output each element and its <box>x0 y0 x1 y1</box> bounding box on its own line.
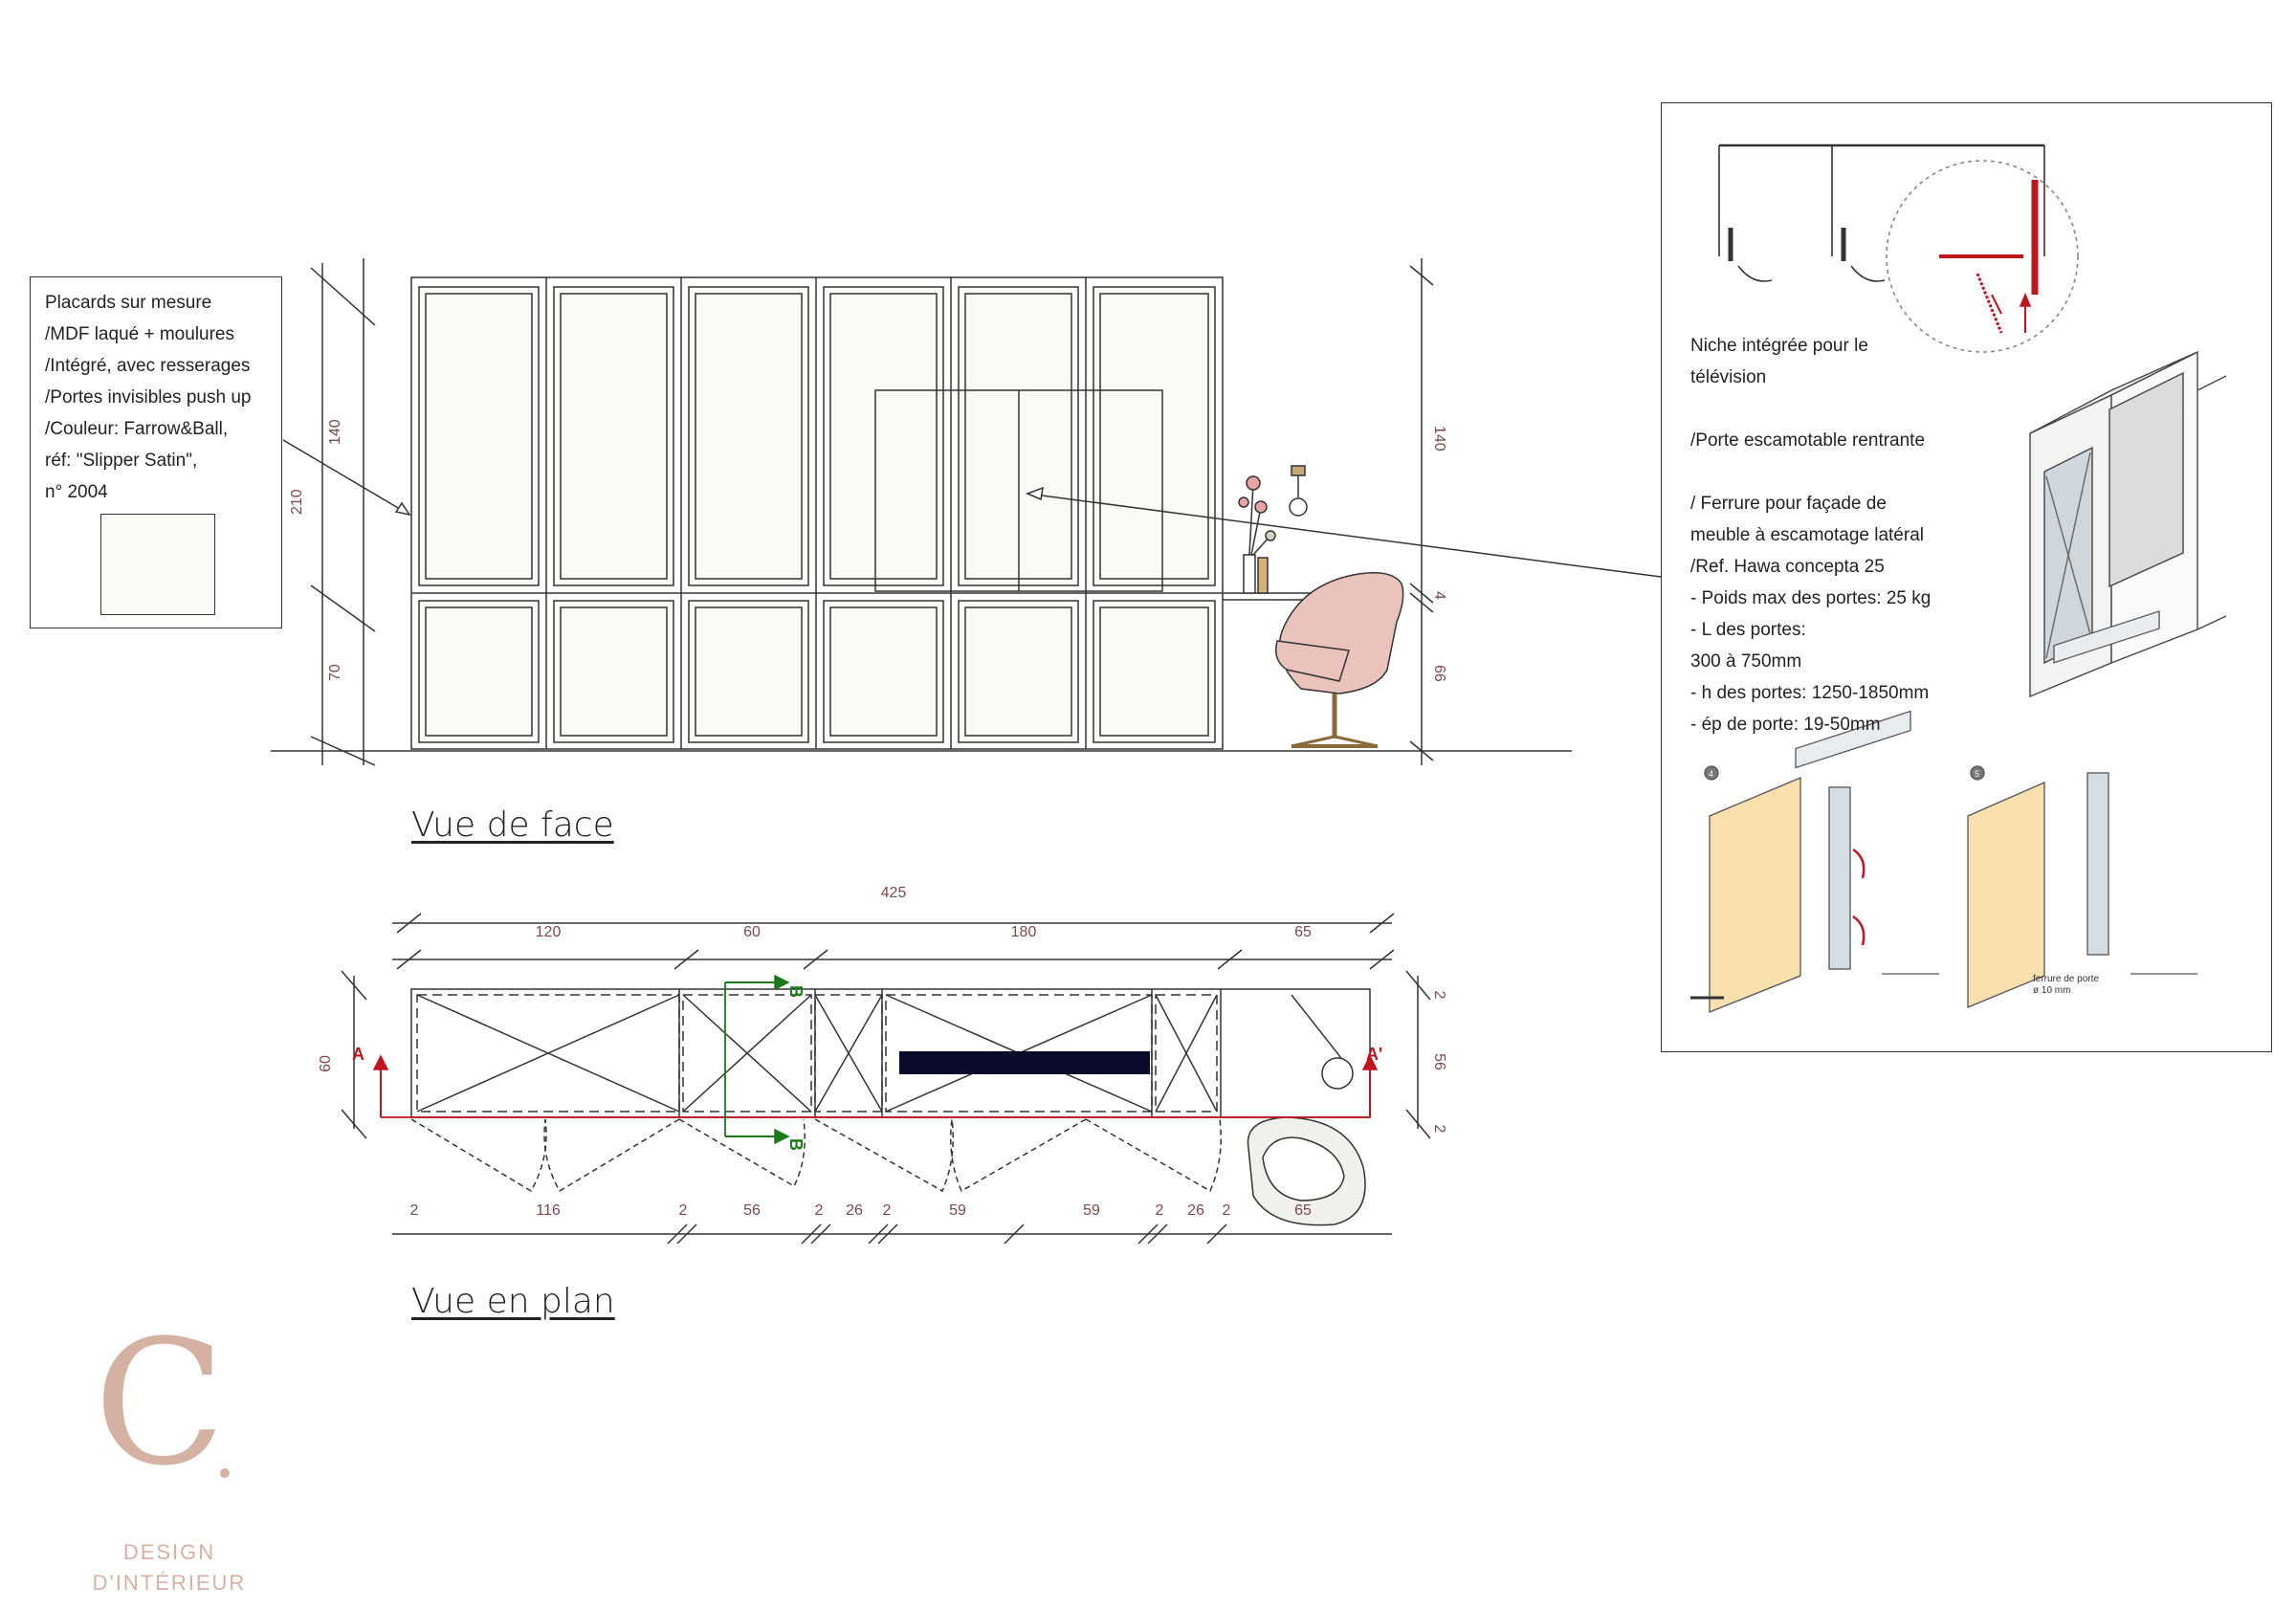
spec-line: - ép de porte: 19-50mm <box>1690 715 1881 735</box>
hardware-diagrams: 4 5 ferrure de porte ø 10 mm <box>1690 143 2227 1013</box>
dim-bottom: 65 <box>1294 1202 1312 1219</box>
dim-bottom: 56 <box>743 1202 761 1219</box>
dim-bottom: 26 <box>846 1202 863 1219</box>
spec-line: - L des portes: <box>1690 620 1806 640</box>
section-b-top: B <box>786 985 806 998</box>
dim-bottom: 2 <box>815 1202 824 1219</box>
section-a2-label: A' <box>1366 1045 1382 1064</box>
plan-outline <box>410 988 1371 1118</box>
dim-right: 56 <box>1431 1053 1447 1070</box>
spec-line: /Ref. Hawa concepta 25 <box>1690 557 1885 577</box>
spec-line: / Ferrure pour façade de <box>1690 494 1887 514</box>
brand-logo-letter: C <box>94 1304 226 1504</box>
plan-dims: 425 120 60 180 65 2 56 2 60 2 116 2 56 2… <box>318 885 1447 1219</box>
materials-note: Placards sur mesure /MDF laqué + moulure… <box>30 276 282 628</box>
dim-bottom: 116 <box>536 1202 561 1219</box>
isometric-cabinet <box>2029 350 2227 698</box>
section-b-bottom: B <box>786 1138 806 1151</box>
dim-70: 70 <box>327 664 343 681</box>
note-line: réf: "Slipper Satin", <box>45 451 198 471</box>
dim-bottom: 26 <box>1187 1202 1204 1219</box>
spec-line: - Poids max des portes: 25 kg <box>1690 588 1932 608</box>
note-line: /Couleur: Farrow&Ball, <box>45 419 229 439</box>
dim-140-left: 140 <box>327 419 343 445</box>
dim-bottom: 59 <box>1083 1202 1100 1219</box>
dim-210: 210 <box>289 489 305 515</box>
spec-line: - h des portes: 1250-1850mm <box>1690 683 1930 703</box>
dim-bottom: 2 <box>679 1202 688 1219</box>
note-line: Placards sur mesure <box>45 293 212 313</box>
dim-top: 65 <box>1294 924 1312 940</box>
color-swatch <box>100 514 215 615</box>
dim-4: 4 <box>1431 591 1447 600</box>
note-line: /MDF laqué + moulures <box>45 324 234 344</box>
section-labels: A A' B B <box>352 985 1382 1151</box>
dim-bottom: 2 <box>410 1202 419 1219</box>
note-line: n° 2004 <box>45 482 108 502</box>
brand-logo-dot <box>220 1468 230 1478</box>
dim-bottom: 59 <box>949 1202 966 1219</box>
note-line: /Portes invisibles push up <box>45 387 252 408</box>
front-view-title: Vue de face <box>411 805 614 845</box>
lower-panels <box>418 600 1216 743</box>
note-leader <box>282 439 410 516</box>
dim-left: 60 <box>318 1055 334 1072</box>
step-b-number: 5 <box>1975 769 1979 779</box>
dim-right: 2 <box>1431 1125 1447 1134</box>
pocket-door-plan <box>1718 143 2079 353</box>
plan-view-title: Vue en plan <box>411 1282 615 1321</box>
step-a-number: 4 <box>1709 769 1713 779</box>
desk-chair-icon <box>1275 572 1404 748</box>
dim-140-right: 140 <box>1431 426 1447 452</box>
dim-top: 120 <box>536 924 562 940</box>
dim-right: 2 <box>1431 991 1447 1000</box>
spec-line: Niche intégrée pour le <box>1690 336 1868 356</box>
dim-bottom: 2 <box>1223 1202 1231 1219</box>
vase-flowers-icon <box>1238 475 1276 594</box>
hardware-spec-panel: 4 5 ferrure de porte ø 10 mm Niche intég… <box>1661 102 2272 1052</box>
elevation-dims: 210 140 70 140 4 66 <box>289 419 1447 682</box>
section-a-label: A <box>352 1045 364 1064</box>
tv-plan-bar <box>899 1051 1150 1074</box>
brand-line-1: DESIGN <box>122 1540 216 1564</box>
wall-lamp-icon <box>1289 465 1308 517</box>
plan-view <box>341 913 1431 1245</box>
spec-line: 300 à 750mm <box>1690 651 1802 672</box>
spec-line: télévision <box>1690 367 1767 387</box>
brand-line-2: D'INTÉRIEUR <box>92 1571 247 1595</box>
dim-top: 180 <box>1011 924 1037 940</box>
dim-top: 60 <box>743 924 761 940</box>
spec-line: meuble à escamotage latéral <box>1690 525 1924 545</box>
dim-66: 66 <box>1431 665 1447 682</box>
dim-bottom: 2 <box>1156 1202 1164 1219</box>
spec-line: /Porte escamotable rentrante <box>1690 430 1926 451</box>
cabinet-outline <box>410 276 1224 750</box>
note-line: /Intégré, avec resserages <box>45 356 251 376</box>
dim-total: 425 <box>881 885 907 901</box>
ferrure-label: ø 10 mm <box>2033 985 2070 996</box>
front-elevation <box>271 258 1662 766</box>
dim-bottom: 2 <box>883 1202 892 1219</box>
hardware-closeups: 4 5 ferrure de porte ø 10 mm <box>1690 610 2197 1013</box>
upper-panels <box>418 286 1216 586</box>
ferrure-label: ferrure de porte <box>2033 974 2099 984</box>
spec-leader <box>1027 493 1662 578</box>
